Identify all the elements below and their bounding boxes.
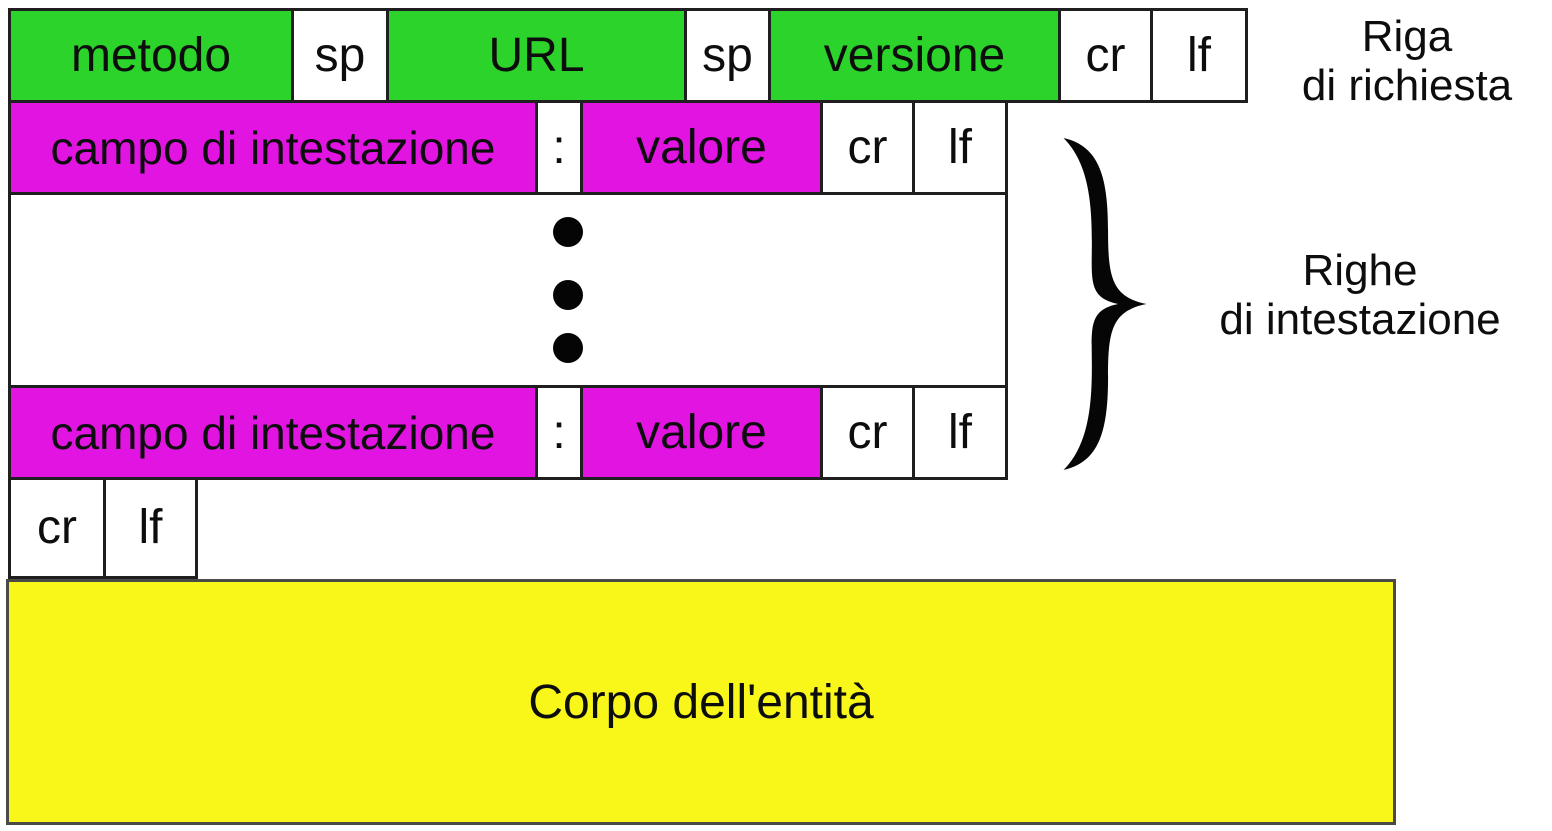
annotation-line: Riga bbox=[1361, 12, 1453, 61]
annotation-line: di richiesta bbox=[1301, 61, 1513, 111]
cr-cell: cr bbox=[1058, 8, 1153, 103]
header-field-cell: campo di intestazione bbox=[8, 100, 538, 195]
ellipsis-dot-icon bbox=[553, 333, 583, 363]
blank-line-row: cr lf bbox=[8, 477, 198, 579]
ellipsis-dot-icon bbox=[553, 217, 583, 247]
lf-cell: lf bbox=[103, 477, 198, 579]
annotation-line: di intestazione bbox=[1219, 295, 1501, 345]
colon-cell: : bbox=[535, 100, 583, 195]
lf-cell: lf bbox=[912, 385, 1008, 480]
lf-cell: lf bbox=[912, 100, 1008, 195]
version-cell: versione bbox=[768, 8, 1061, 103]
url-cell: URL bbox=[386, 8, 687, 103]
cr-cell: cr bbox=[820, 100, 915, 195]
request-line-annotation: Riga di richiesta bbox=[1262, 12, 1552, 111]
lf-cell: lf bbox=[1150, 8, 1248, 103]
cr-cell: cr bbox=[820, 385, 915, 480]
ellipsis-dot-icon bbox=[553, 280, 583, 310]
header-value-cell: valore bbox=[580, 100, 823, 195]
entity-body-box: Corpo dell'entità bbox=[6, 579, 1396, 825]
header-line-row: campo di intestazione : valore cr lf bbox=[8, 100, 1008, 195]
header-value-cell: valore bbox=[580, 385, 823, 480]
header-line-row: campo di intestazione : valore cr lf bbox=[8, 385, 1008, 480]
more-header-lines-box bbox=[8, 195, 1008, 385]
request-line-row: metodo sp URL sp versione cr lf bbox=[8, 8, 1248, 103]
sp-cell: sp bbox=[291, 8, 389, 103]
colon-cell: : bbox=[535, 385, 583, 480]
header-lines-annotation: Righe di intestazione bbox=[1168, 246, 1552, 345]
method-cell: metodo bbox=[8, 8, 294, 103]
entity-body-label: Corpo dell'entità bbox=[528, 675, 874, 729]
header-field-cell: campo di intestazione bbox=[8, 385, 538, 480]
annotation-line: Righe bbox=[1302, 246, 1418, 295]
cr-cell: cr bbox=[8, 477, 106, 579]
right-curly-brace-icon bbox=[1063, 138, 1147, 470]
sp-cell: sp bbox=[684, 8, 771, 103]
